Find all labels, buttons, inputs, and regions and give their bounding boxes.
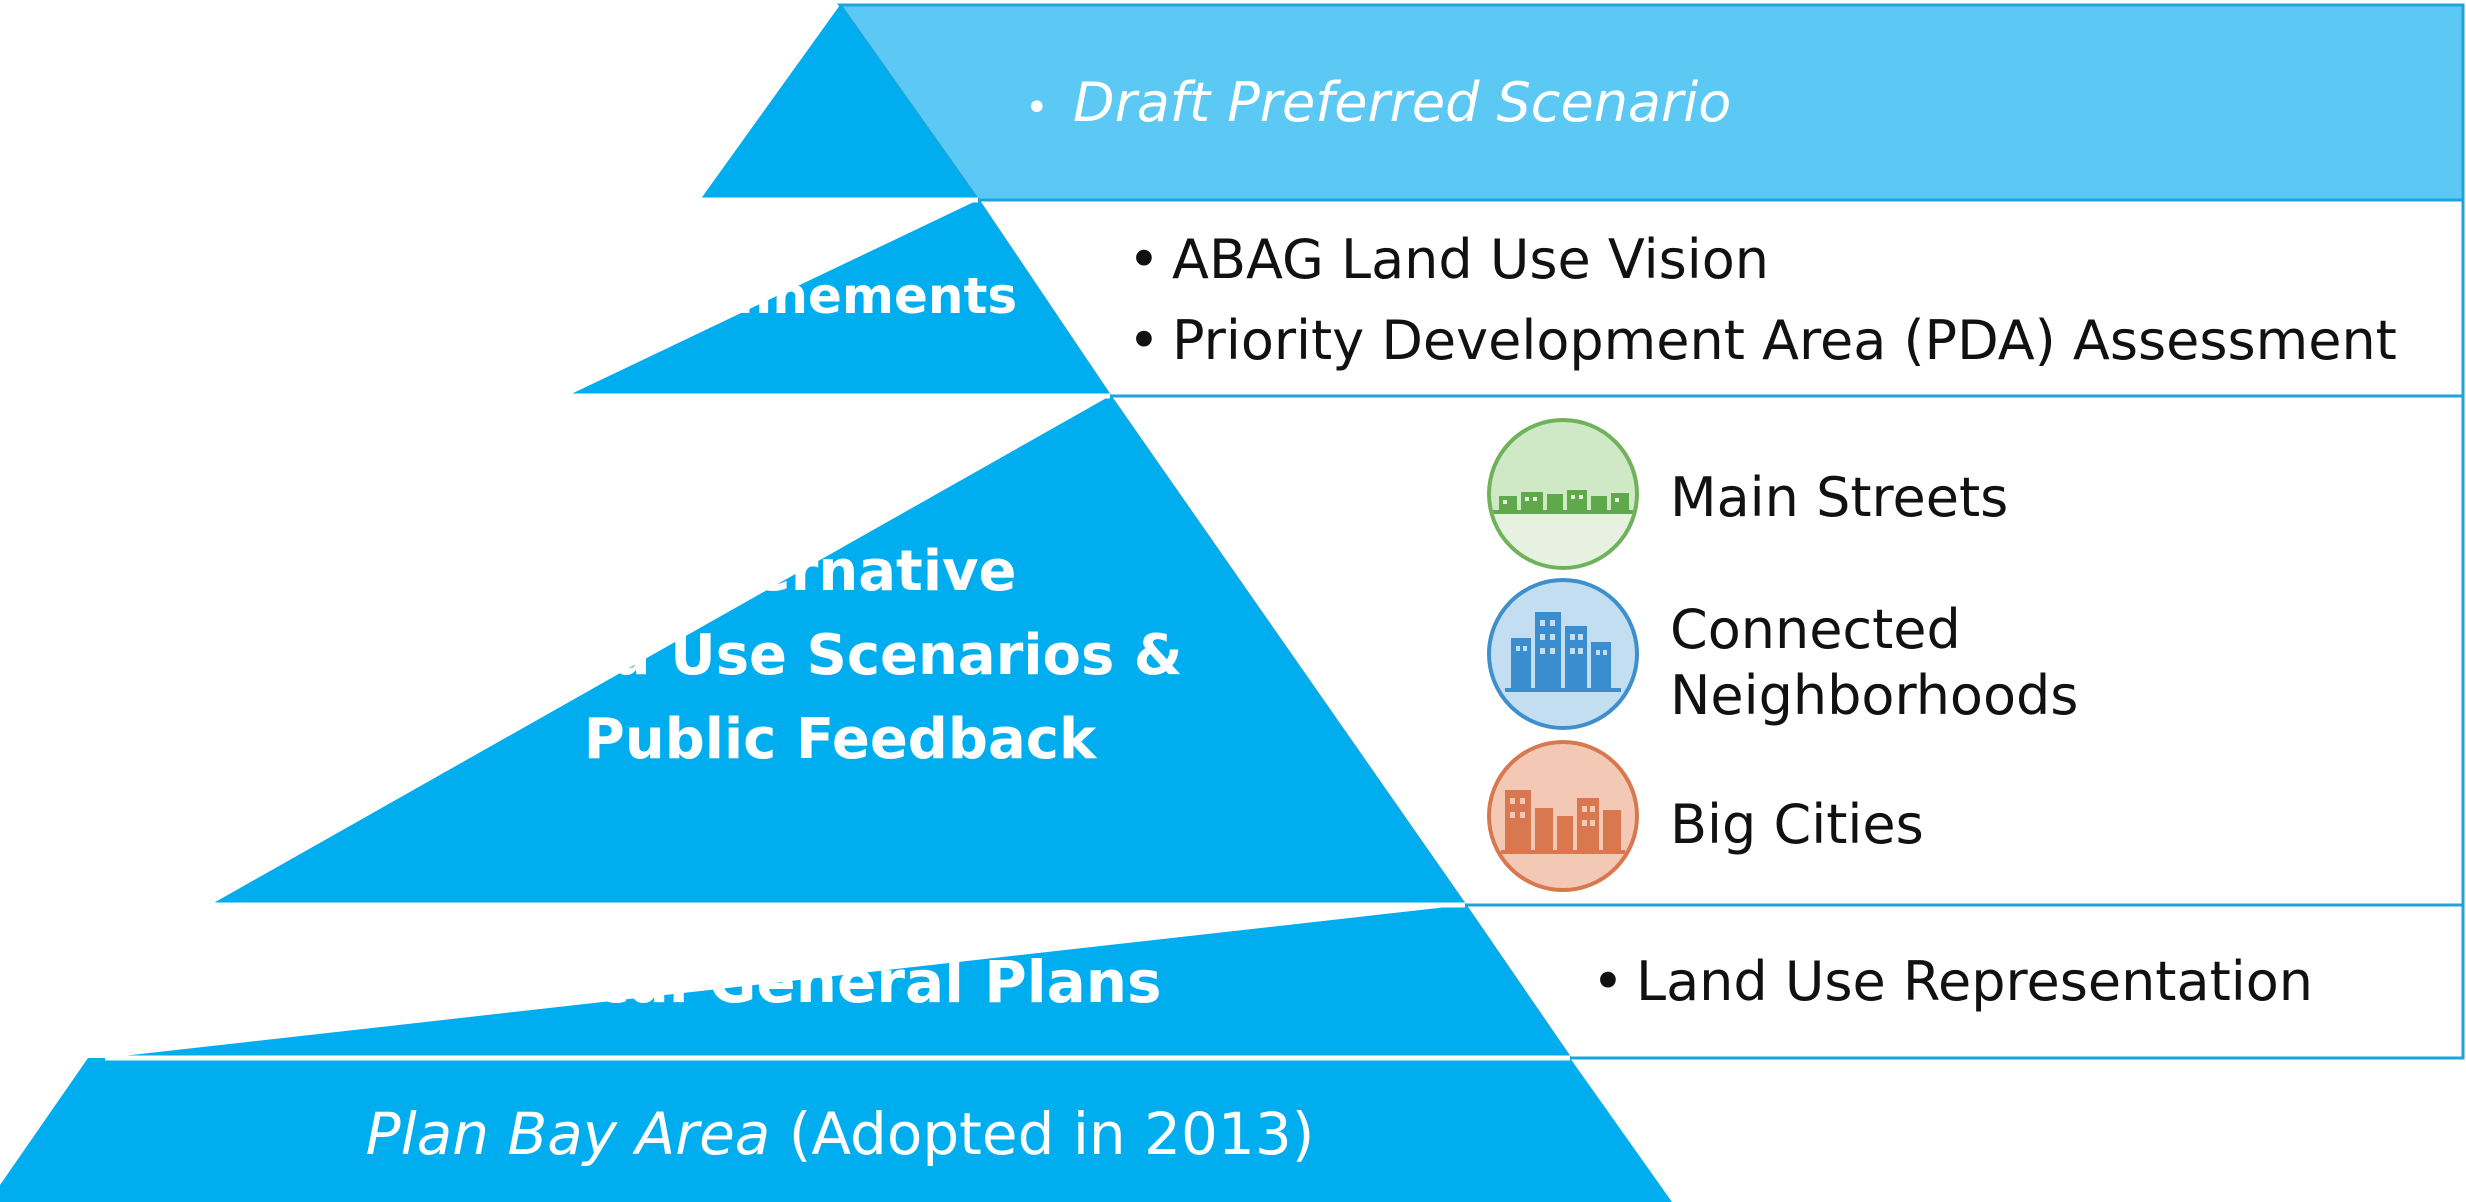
- connected-neighborhoods-label: Connected Neighborhoods: [1670, 597, 2078, 729]
- pyramid-tier-base: [0, 1058, 1672, 1202]
- draft-preferred-scenario-item: • Draft Preferred Scenario: [1025, 65, 1731, 146]
- alternative-line-1: Alternative: [663, 539, 1017, 604]
- main-streets-icon: [1487, 418, 1639, 570]
- bullet: •: [1128, 309, 1160, 372]
- local-plans-item-label: Land Use Representation: [1636, 950, 2314, 1013]
- pyramid-tier-refinements: [567, 200, 1110, 396]
- bullet: •: [1128, 228, 1160, 291]
- connected-neighborhoods-icon: [1487, 578, 1639, 730]
- tier-separators: [105, 197, 1570, 1061]
- scenario-label: Main Streets: [1670, 466, 2009, 529]
- local-plans-item: •Land Use Representation: [1592, 949, 2313, 1015]
- bullet: •: [1592, 950, 1624, 1013]
- scenario-label: Neighborhoods: [1670, 664, 2079, 727]
- adopted-label: (Adopted in 2013): [788, 1100, 1315, 1168]
- big-cities-label: Big Cities: [1670, 792, 1924, 858]
- plan-bay-area-italic: Plan Bay Area: [365, 1100, 771, 1168]
- bullet: •: [1025, 85, 1049, 131]
- pyramid-tier-top: [700, 5, 978, 200]
- refinements-item: •Priority Development Area (PDA) Assessm…: [1128, 308, 2397, 374]
- draft-preferred-scenario-text: Draft Preferred Scenario: [1073, 71, 1732, 134]
- refinements-item: •ABAG Land Use Vision: [1128, 227, 1769, 293]
- refinements-label: Refinements: [662, 267, 1018, 325]
- pyramid-tier-alternatives: [210, 396, 1465, 905]
- main-streets-label: Main Streets: [1670, 465, 2008, 531]
- local-general-plans-label: Local General Plans: [518, 948, 1162, 1016]
- pyramid-tier-local-plans: [105, 905, 1570, 1058]
- alternative-line-3: Public Feedback: [583, 707, 1097, 772]
- big-cities-icon: [1487, 740, 1639, 892]
- alternative-line-2: Land Use Scenarios &: [497, 623, 1183, 688]
- refinements-item-label: ABAG Land Use Vision: [1172, 228, 1770, 291]
- plan-bay-area-label: Plan Bay Area (Adopted in 2013): [240, 1096, 1440, 1172]
- scenario-label: Connected: [1670, 598, 1961, 661]
- alternative-scenarios-label: Alternative Land Use Scenarios & Public …: [420, 530, 1260, 782]
- refinements-item-label: Priority Development Area (PDA) Assessme…: [1172, 309, 2397, 372]
- scenario-label: Big Cities: [1670, 793, 1924, 856]
